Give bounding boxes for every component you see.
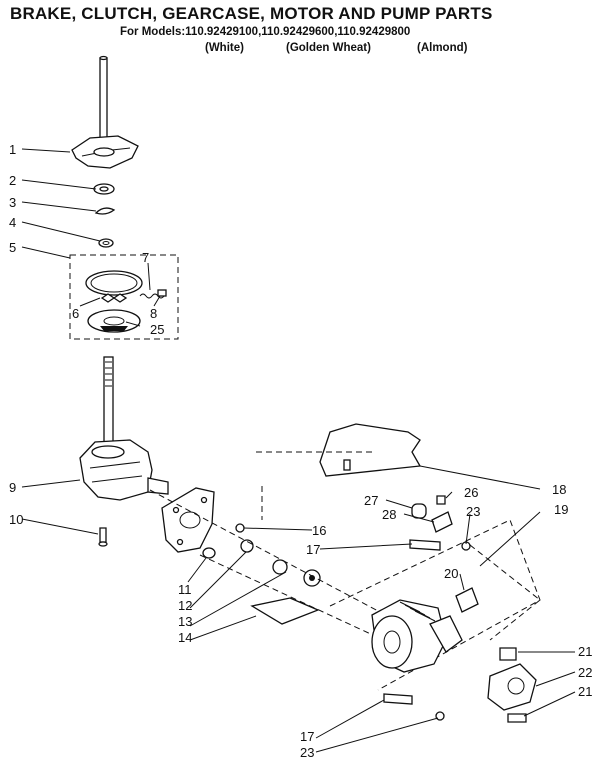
pad-14 <box>250 597 320 625</box>
mounting-plate <box>161 487 215 553</box>
callout-23b: 23 <box>300 745 314 760</box>
gearcase <box>79 356 169 501</box>
callout-6: 6 <box>72 306 79 321</box>
motor <box>371 599 463 673</box>
switch-20 <box>455 587 479 613</box>
callout-20: 20 <box>444 566 458 581</box>
variant-almond: (Almond) <box>417 42 468 54</box>
screw-10 <box>99 527 107 543</box>
coupling-12 <box>240 539 254 553</box>
brake-cam-assembly <box>71 55 139 169</box>
callout-23a: 23 <box>466 504 480 519</box>
callout-17a: 17 <box>306 542 320 557</box>
variant-golden-wheat: (Golden Wheat) <box>286 42 371 54</box>
bracket-17b <box>383 693 413 705</box>
model-numbers: For Models:110.92429100,110.92429600,110… <box>120 26 411 38</box>
callout-21b: 21 <box>578 684 592 699</box>
callout-8: 8 <box>150 306 157 321</box>
callout-21a: 21 <box>578 644 592 659</box>
callout-10: 10 <box>9 512 23 527</box>
variant-white: (White) <box>205 42 244 54</box>
callout-14: 14 <box>178 630 192 645</box>
callout-27: 27 <box>364 493 378 508</box>
callout-3: 3 <box>9 195 16 210</box>
clutch-kit <box>69 254 179 340</box>
callout-13: 13 <box>178 614 192 629</box>
nut-11 <box>202 547 216 559</box>
callout-28: 28 <box>382 507 396 522</box>
callout-25: 25 <box>150 322 164 337</box>
clip-3 <box>94 207 116 215</box>
bracket-17 <box>409 539 441 551</box>
bushing-27 <box>411 503 427 519</box>
callout-2: 2 <box>9 173 16 188</box>
callout-18: 18 <box>552 482 566 497</box>
cover-18 <box>319 423 422 477</box>
callout-4: 4 <box>9 215 16 230</box>
callout-5: 5 <box>9 240 16 255</box>
callout-9: 9 <box>9 480 16 495</box>
clamp-21a <box>499 647 517 661</box>
callout-19: 19 <box>554 502 568 517</box>
diagram-title: BRAKE, CLUTCH, GEARCASE, MOTOR AND PUMP … <box>10 4 493 23</box>
callout-26: 26 <box>464 485 478 500</box>
callout-7: 7 <box>142 250 149 265</box>
callout-1: 1 <box>9 142 16 157</box>
callout-12: 12 <box>178 598 192 613</box>
callout-22: 22 <box>578 665 592 680</box>
callout-11: 11 <box>178 582 192 597</box>
clamp-21b <box>507 713 527 723</box>
clip-28 <box>431 511 453 533</box>
callout-17b: 17 <box>300 729 314 744</box>
pulley-13a <box>272 559 288 575</box>
screw-23b <box>435 711 445 721</box>
screw-16 <box>235 523 245 533</box>
screw-26 <box>436 495 446 505</box>
callout-16: 16 <box>312 523 326 538</box>
